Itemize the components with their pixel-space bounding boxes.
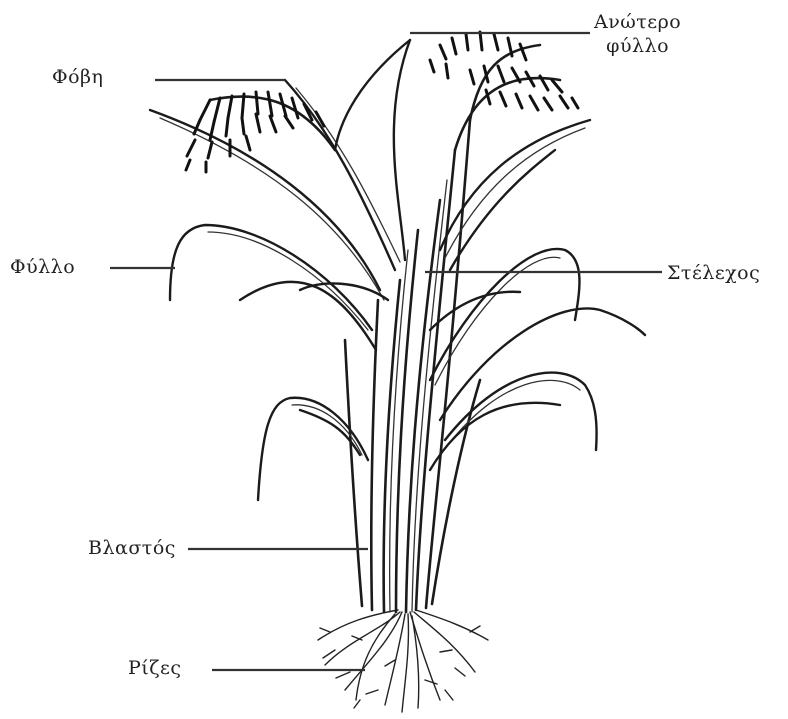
label-tiller: Βλαστός (88, 537, 176, 559)
label-upper-leaf: Ανώτερο φύλλο (594, 10, 681, 58)
leaves-drawing (150, 40, 645, 500)
label-roots: Ρίζες (128, 657, 182, 679)
roots-drawing (318, 610, 488, 712)
label-panicle: Φόβη (52, 66, 103, 88)
label-upper-leaf-line1: Ανώτερο (594, 10, 681, 34)
label-leaf: Φύλλο (10, 256, 75, 278)
left-panicle-drawing (186, 92, 335, 172)
label-upper-leaf-line2: φύλλο (594, 34, 681, 58)
label-stem: Στέλεχος (667, 262, 760, 284)
